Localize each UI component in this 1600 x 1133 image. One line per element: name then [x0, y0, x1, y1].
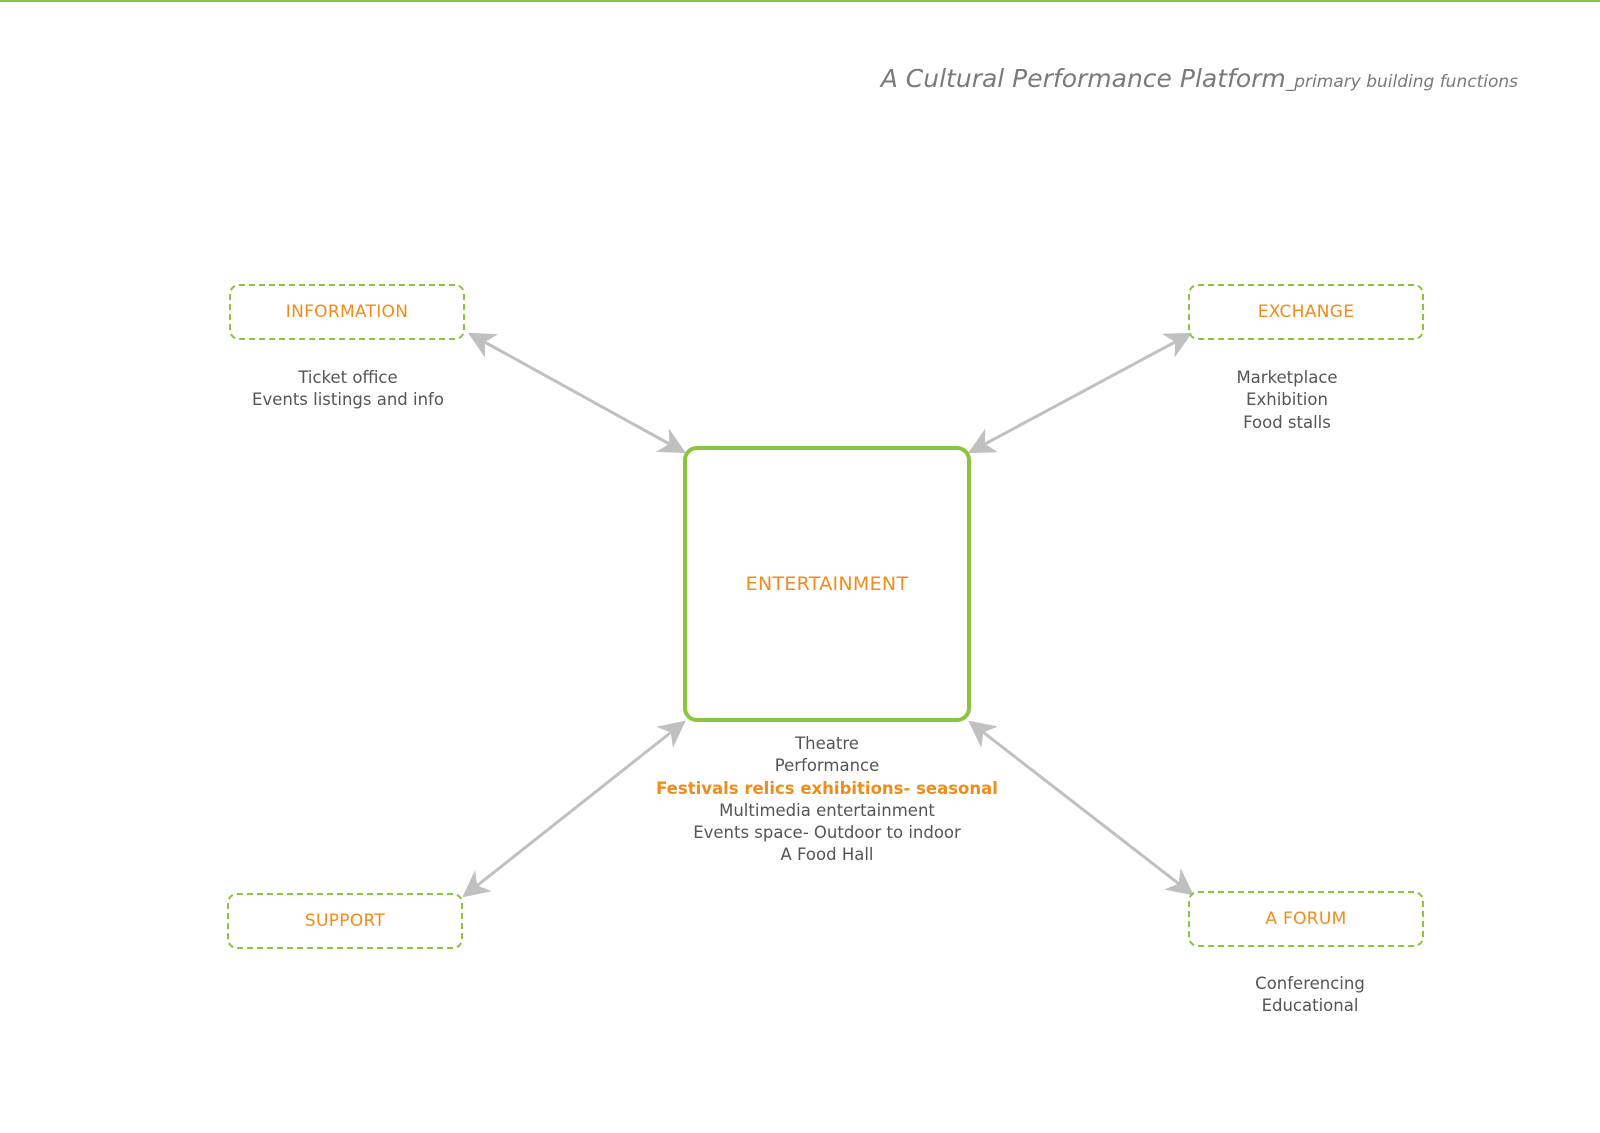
node-exchange: EXCHANGE: [1188, 284, 1424, 340]
node-forum-label: A FORUM: [1265, 909, 1347, 929]
arrow-entertainment-information: [468, 332, 686, 454]
title-sub: _primary building functions: [1285, 72, 1518, 92]
arrow-entertainment-forum: [968, 720, 1194, 896]
node-forum: A FORUM: [1188, 891, 1424, 947]
list-item: Performance: [774, 756, 880, 776]
list-item: A Food Hall: [780, 845, 874, 865]
list-item-highlighted: Festivals relics exhibitions- seasonal: [656, 778, 998, 798]
list-item: Exhibition: [1246, 390, 1328, 410]
list-item: Events listings and info: [252, 390, 444, 410]
information-description: Ticket office Events listings and info: [252, 367, 444, 412]
page-title: A Cultural Performance Platform_primary …: [881, 64, 1518, 93]
node-support: SUPPORT: [227, 893, 463, 949]
entertainment-description: Theatre Performance Festivals relics exh…: [656, 733, 998, 867]
node-exchange-label: EXCHANGE: [1257, 302, 1355, 322]
node-information-label: INFORMATION: [285, 302, 409, 322]
title-main: A Cultural Performance Platform: [880, 64, 1286, 93]
list-item: Ticket office: [298, 368, 398, 387]
list-item: Events space- Outdoor to indoor: [693, 823, 961, 843]
node-entertainment-label: ENTERTAINMENT: [745, 573, 909, 595]
arrow-entertainment-exchange: [968, 332, 1192, 454]
arrow-entertainment-support: [462, 720, 686, 898]
list-item: Food stalls: [1243, 412, 1331, 432]
list-item: Theatre: [795, 734, 859, 753]
top-accent-bar: [0, 0, 1600, 2]
exchange-description: Marketplace Exhibition Food stalls: [1236, 367, 1337, 434]
list-item: Educational: [1261, 996, 1359, 1016]
node-information: INFORMATION: [229, 284, 465, 340]
list-item: Multimedia entertainment: [719, 800, 935, 820]
node-entertainment: ENTERTAINMENT: [683, 446, 971, 722]
list-item: Marketplace: [1236, 368, 1338, 387]
list-item: Conferencing: [1255, 974, 1365, 993]
node-support-label: SUPPORT: [304, 911, 386, 931]
forum-description: Conferencing Educational: [1255, 973, 1365, 1018]
